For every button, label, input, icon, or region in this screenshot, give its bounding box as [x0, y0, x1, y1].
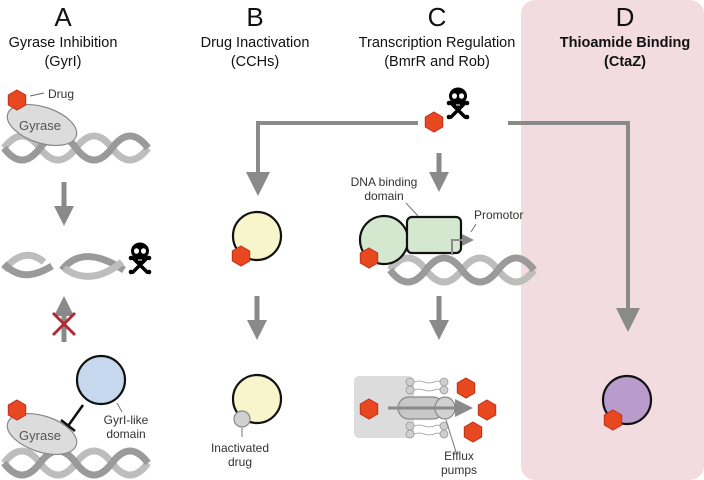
drug-hexagon-icon — [424, 111, 444, 133]
gyri-like-label-1: GyrI-like — [104, 413, 149, 427]
panel-a-bottom-gyrase-complex: Gyrase GyrI-like domain — [2, 354, 149, 475]
panel-b-protein-inactivated: Inactivated drug — [211, 373, 283, 469]
panel-c-header: C Transcription Regulation (BmrR and Rob… — [359, 2, 516, 70]
panel-letter-b: B — [246, 2, 263, 32]
drug-hexagon-icon — [7, 399, 27, 421]
inactivated-label-2: drug — [228, 455, 252, 469]
panel-letter-a: A — [54, 2, 72, 32]
panel-d-header: D Thioamide Binding (CtaZ) — [560, 2, 691, 70]
inactivated-drug — [233, 410, 251, 428]
drug-hexagon-icon — [7, 89, 27, 111]
drug-hexagon-icon — [231, 245, 251, 267]
panel-b-header: B Drug Inactivation (CCHs) — [201, 2, 310, 70]
panel-letter-c: C — [428, 2, 447, 32]
efflux-label-1: Efflux — [444, 449, 474, 463]
panel-a-top-gyrase-complex: Gyrase Drug — [2, 87, 148, 160]
panel-a-subtitle: (GyrI) — [44, 54, 81, 70]
panel-letter-d: D — [616, 2, 635, 32]
panel-a-title: Gyrase Inhibition — [9, 35, 118, 51]
efflux-pump: Efflux pumps — [354, 376, 497, 477]
drug-hexagon-icon — [463, 421, 483, 443]
gyrase-label-bottom: Gyrase — [19, 428, 61, 443]
drug-hexagon-icon — [456, 377, 476, 399]
drug-label: Drug — [48, 87, 74, 101]
panel-c-subtitle: (BmrR and Rob) — [384, 54, 490, 70]
gyrase-label-top: Gyrase — [19, 118, 61, 133]
panel-c-title: Transcription Regulation — [359, 35, 516, 51]
panel-b-title: Drug Inactivation — [201, 35, 310, 51]
inhibition-tbar-icon — [60, 404, 85, 432]
promotor-arrow-icon — [451, 234, 474, 255]
drug-hexagon-icon — [359, 398, 379, 420]
skull-crossbones-icon — [444, 85, 472, 122]
dna-binding-label-2: domain — [364, 189, 403, 203]
panel-b-protein-drug-bound — [231, 210, 283, 267]
skull-crossbones-icon — [126, 240, 154, 277]
dna-helix-icon — [390, 258, 534, 282]
panel-b-subtitle: (CCHs) — [231, 54, 279, 70]
arrow-to-panel-d — [508, 121, 640, 332]
panel-d-title: Thioamide Binding — [560, 35, 691, 51]
panel-d-highlight — [521, 0, 704, 480]
panel-d-ctaz-drug-bound — [601, 374, 653, 431]
dna-helix-icon — [4, 136, 148, 160]
arrow-to-panel-b — [246, 121, 418, 196]
drug-hexagon-icon — [359, 247, 379, 269]
promotor-label: Promotor — [474, 208, 523, 222]
panel-a-broken-dna — [1, 240, 154, 280]
inactivated-label-1: Inactivated — [211, 441, 269, 455]
gyri-like-domain — [75, 354, 127, 406]
drug-hexagon-icon — [477, 399, 497, 421]
blocked-arrow-x-icon — [51, 296, 77, 342]
gyri-like-label-2: domain — [106, 427, 145, 441]
dna-helix-icon — [4, 451, 148, 475]
efflux-label-2: pumps — [441, 463, 477, 477]
dna-binding-label-1: DNA binding — [351, 175, 418, 189]
drug-hexagon-icon — [603, 409, 623, 431]
panel-d-subtitle: (CtaZ) — [604, 54, 646, 70]
panel-c-regulator-on-dna: DNA binding domain Promotor — [351, 175, 534, 282]
panel-a-header: A Gyrase Inhibition (GyrI) — [9, 2, 118, 70]
